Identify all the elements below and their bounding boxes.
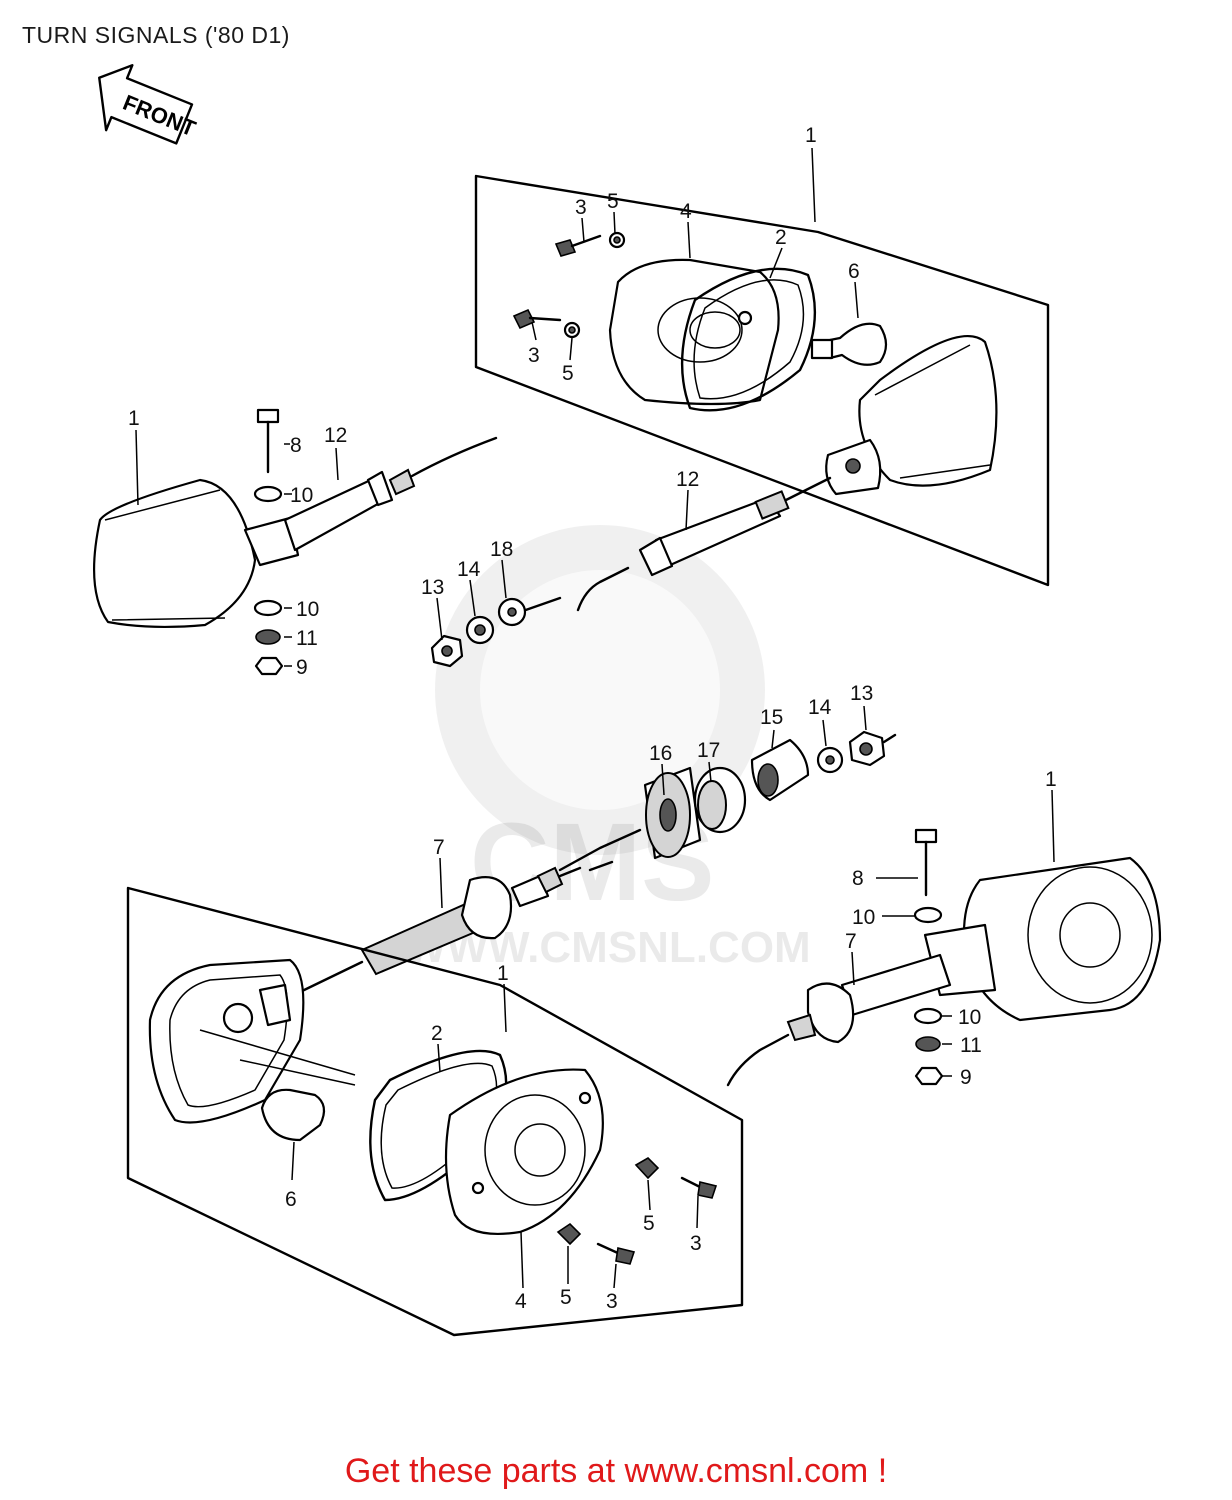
callout-2-bottom: 2 <box>431 1022 443 1045</box>
callout-8-left: 8 <box>290 434 302 457</box>
callout-16: 16 <box>649 742 672 765</box>
callout-1-bottom-right: 1 <box>1045 768 1057 791</box>
callout-14-left: 14 <box>457 558 481 581</box>
cushion-set <box>558 730 897 872</box>
turn-signal-bottom-right <box>726 828 1162 1087</box>
callout-15: 15 <box>760 706 783 729</box>
callout-6-bottom: 6 <box>285 1188 297 1211</box>
callout-4-bottom: 4 <box>515 1290 527 1313</box>
bottom-left-exploded-panel <box>126 886 744 1337</box>
callout-7-right: 7 <box>845 930 857 953</box>
callout-3-bottom-b: 3 <box>606 1290 618 1313</box>
callout-5-top-a: 5 <box>607 190 619 213</box>
turn-signal-top-left <box>93 408 498 676</box>
callout-2-top: 2 <box>775 226 787 249</box>
callout-1-top-right: 1 <box>805 124 817 147</box>
page-title: TURN SIGNALS ('80 D1) <box>22 22 290 48</box>
callout-13-left: 13 <box>421 576 444 599</box>
callout-leaders <box>135 147 1055 1289</box>
callout-17: 17 <box>697 739 720 762</box>
callout-11-right: 11 <box>960 1034 982 1057</box>
front-arrow-icon: FRONT <box>98 64 200 145</box>
footer-cta-text: Get these parts at www.cmsnl.com ! <box>344 1452 888 1490</box>
callout-12-middle: 12 <box>676 468 699 491</box>
callout-8-right: 8 <box>852 867 864 890</box>
stalk-middle <box>430 476 832 668</box>
callout-7-middle: 7 <box>433 836 445 859</box>
callout-4-top: 4 <box>680 200 692 223</box>
callout-9-right: 9 <box>960 1066 972 1089</box>
callout-1-top-left: 1 <box>128 407 140 430</box>
callout-6-top: 6 <box>848 260 860 283</box>
callout-11-left: 11 <box>296 627 318 650</box>
callout-5-top-b: 5 <box>562 362 574 385</box>
callout-10-left-a: 10 <box>290 484 313 507</box>
callout-10-right-b: 10 <box>958 1006 981 1029</box>
callout-3-top-b: 3 <box>528 344 540 367</box>
callout-3-top-a: 3 <box>575 196 587 219</box>
callout-3-bottom-a: 3 <box>690 1232 702 1255</box>
callout-13-right: 13 <box>850 682 873 705</box>
callout-12-left: 12 <box>324 424 347 447</box>
callout-1-bottom-panel: 1 <box>497 962 509 985</box>
callout-10-left-b: 10 <box>296 598 319 621</box>
turn-signal-top-right <box>825 335 998 496</box>
front-label: FRONT <box>120 90 200 142</box>
callout-9-left: 9 <box>296 656 308 679</box>
callout-labels: 1 1 1 1 2 2 3 3 3 3 4 4 5 5 5 5 6 6 7 7 … <box>128 124 1057 1313</box>
top-right-exploded-panel <box>474 174 1050 587</box>
callout-10-right-a: 10 <box>852 906 875 929</box>
callout-5-bottom-a: 5 <box>643 1212 655 1235</box>
stalk-bottom <box>298 860 614 994</box>
callout-14-right: 14 <box>808 696 832 719</box>
callout-18: 18 <box>490 538 513 561</box>
callout-5-bottom-b: 5 <box>560 1286 572 1309</box>
